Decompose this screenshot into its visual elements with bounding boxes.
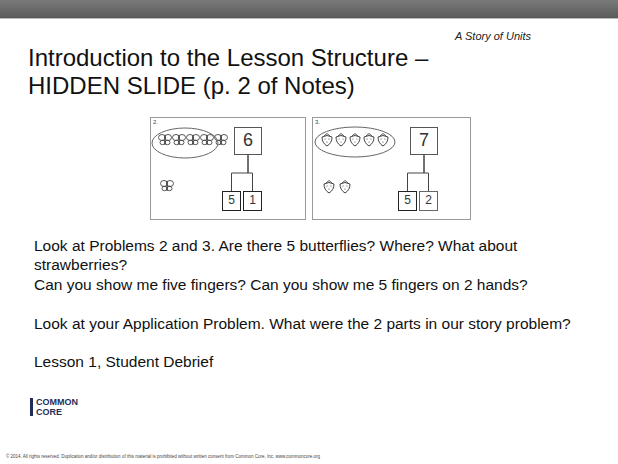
problem-number: 2. [153,119,173,126]
number-text: 6 [243,131,253,151]
prompt-text: Look at your Application Problem. What w… [34,314,594,333]
logo-text: CORE [36,407,116,417]
logo-mark [30,398,33,416]
problem-number: 3. [315,119,335,126]
number-box: 2 [419,191,438,211]
number-text: 5 [404,194,411,207]
source-text: Lesson 1, Student Debrief [34,352,594,371]
copyright-note: © 2014. All rights reserved. Duplication… [6,454,606,460]
series-name: A Story of Units [455,30,605,43]
number-box: 7 [410,127,438,155]
number-box: 1 [243,191,262,211]
worksheet-panel [313,118,471,220]
strawberries [322,134,388,194]
title-bar [0,0,618,18]
number-box: 5 [398,191,417,211]
slide-title: Introduction to the Lesson Structure – H… [28,44,508,100]
circled-group [152,128,218,158]
number-bond-line [248,155,253,191]
number-box: 6 [234,127,262,155]
number-text: 5 [228,194,235,207]
butterflies [159,135,228,192]
number-text: 7 [419,131,429,151]
circled-group [315,127,395,157]
number-text: 2 [425,194,432,207]
number-bond-line [232,155,249,191]
number-text: 1 [249,194,256,207]
worksheet-panel [151,118,306,220]
logo-text: COMMON [36,397,116,407]
prompt-text: Can you show me five fingers? Can you sh… [34,275,594,294]
bar-rule [0,18,618,19]
prompt-text: Look at Problems 2 and 3. Are there 5 bu… [34,236,594,274]
number-bond-line [408,155,425,191]
number-bond-line [424,155,429,191]
number-box: 5 [222,191,241,211]
